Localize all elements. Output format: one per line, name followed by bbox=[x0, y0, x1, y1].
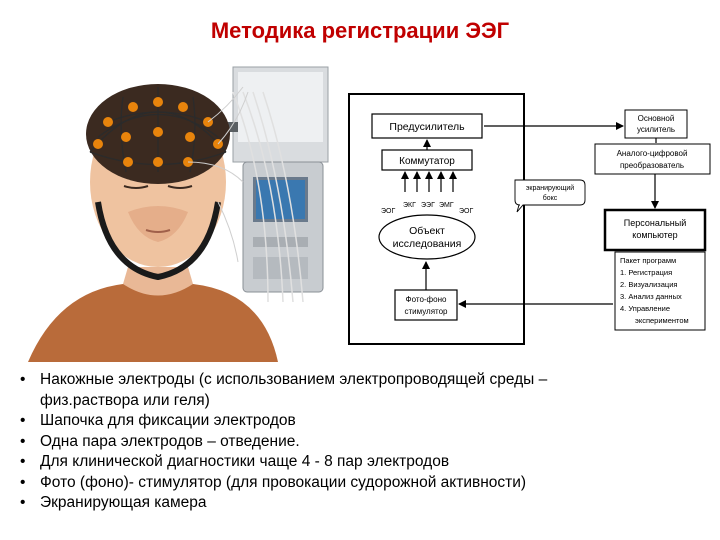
shielded-box-frame bbox=[348, 93, 525, 345]
personal-computer-block bbox=[603, 208, 707, 252]
bullet-item: •Шапочка для фиксации электродов bbox=[18, 411, 708, 432]
research-object-ellipse bbox=[378, 214, 476, 260]
preamplifier-block bbox=[371, 113, 483, 139]
signal-eog-right: ЭОГ bbox=[459, 208, 473, 215]
software-item-2: 2. Визуализация bbox=[620, 280, 677, 289]
bullet-dot: • bbox=[20, 412, 26, 429]
bullet-dot: • bbox=[20, 494, 26, 511]
bullet-item: •Для клинической диагностики чаще 4 - 8 … bbox=[18, 452, 708, 473]
bullet-list: •Накожные электроды (с использованием эл… bbox=[18, 370, 708, 514]
shielding-box-line2: бокс bbox=[543, 194, 558, 202]
adc-block bbox=[594, 143, 711, 175]
preamplifier-label: Предусилитель bbox=[389, 121, 465, 133]
bullet-item: •Фото (фоно)- стимулятор (для провокации… bbox=[18, 473, 708, 494]
signal-eog-left: ЭОГ bbox=[381, 208, 395, 215]
computer-line1: Персональный bbox=[624, 218, 686, 228]
adc-line1: Аналого-цифровой bbox=[617, 149, 688, 158]
main-amplifier-line1: Основной bbox=[638, 114, 675, 123]
bullet-dot: • bbox=[20, 473, 26, 491]
research-object-line1: Объект bbox=[409, 225, 445, 237]
shielding-box-line1: экранирующий bbox=[526, 184, 574, 192]
eeg-amplifier-device bbox=[213, 66, 329, 303]
signal-ekg: ЭКГ bbox=[403, 202, 416, 209]
page-title: Методика регистрации ЭЭГ bbox=[210, 18, 510, 43]
bullet-dot: • bbox=[20, 432, 26, 450]
eeg-cap-photo bbox=[28, 66, 329, 362]
bullet-dot: • bbox=[20, 371, 26, 388]
software-header: Пакет программ bbox=[620, 256, 676, 265]
bullet-continuation: физ.раствора или геля) bbox=[40, 391, 210, 409]
bullet-dot: • bbox=[20, 453, 26, 470]
commutator-label: Коммутатор bbox=[399, 156, 455, 167]
stimulator-line1: Фото-фоно bbox=[406, 295, 447, 304]
software-item-1: 1. Регистрация bbox=[620, 268, 672, 277]
signal-emg: ЭМГ bbox=[439, 202, 454, 209]
bullet-item: •Экранирующая камера bbox=[18, 493, 708, 514]
software-package-block bbox=[614, 251, 706, 331]
signal-eeg: ЭЭГ bbox=[421, 202, 435, 209]
electrode-cables bbox=[187, 86, 249, 263]
bullet-item: •Одна пара электродов – отведение. bbox=[18, 432, 708, 453]
main-amplifier-line2: усилитель bbox=[637, 125, 675, 134]
adc-line2: преобразователь bbox=[620, 161, 684, 170]
eeg-block-diagram: Предусилитель Коммутатор ЭОГ ЭКГ ЭЭГ ЭМГ… bbox=[348, 93, 711, 345]
main-amplifier-block bbox=[624, 109, 688, 139]
computer-line2: компьютер bbox=[632, 230, 677, 240]
software-item-4b: экспериментом bbox=[635, 316, 689, 325]
bullet-item: •Накожные электроды (с использованием эл… bbox=[18, 370, 708, 391]
software-item-4a: 4. Управление bbox=[620, 304, 670, 313]
research-object-line2: исследования bbox=[393, 238, 462, 250]
software-item-3: 3. Анализ данных bbox=[620, 292, 682, 301]
stimulator-line2: стимулятор bbox=[404, 307, 448, 316]
shielding-box-callout bbox=[514, 179, 586, 213]
